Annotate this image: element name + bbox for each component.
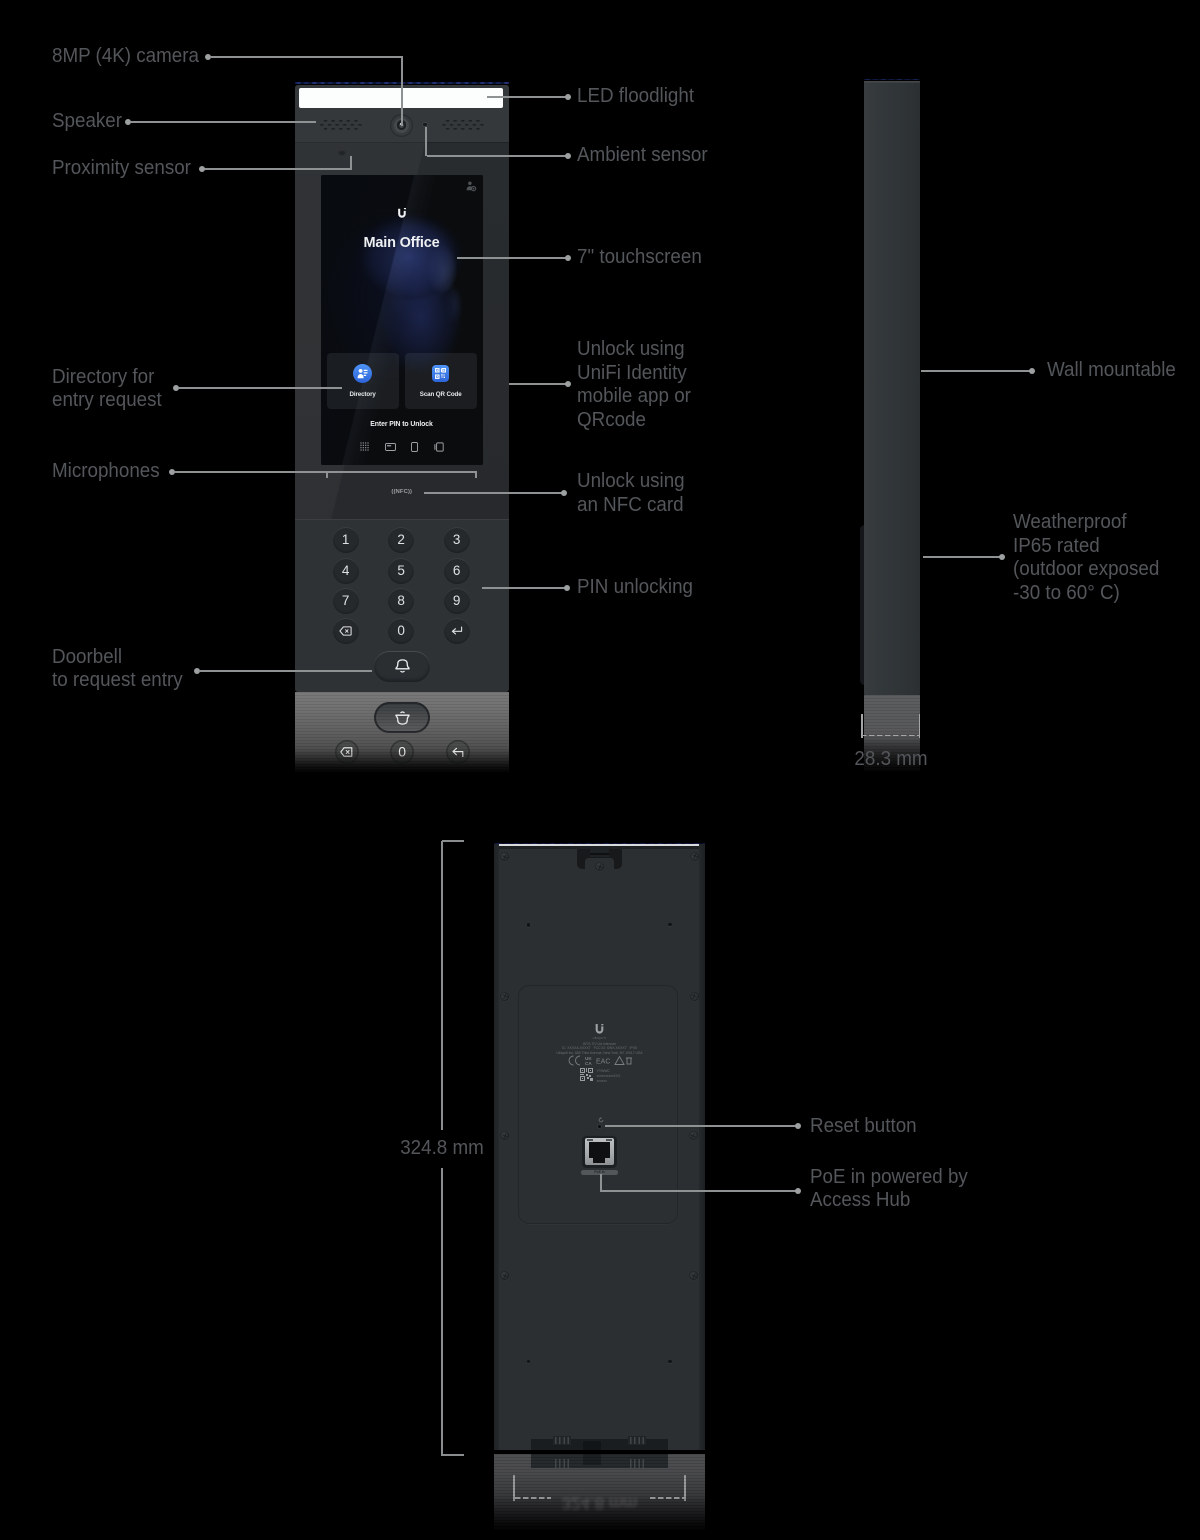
svg-text:CA: CA <box>585 1061 592 1066</box>
svg-text:EAC: EAC <box>596 1058 610 1065</box>
svg-text:UK: UK <box>585 1056 592 1061</box>
